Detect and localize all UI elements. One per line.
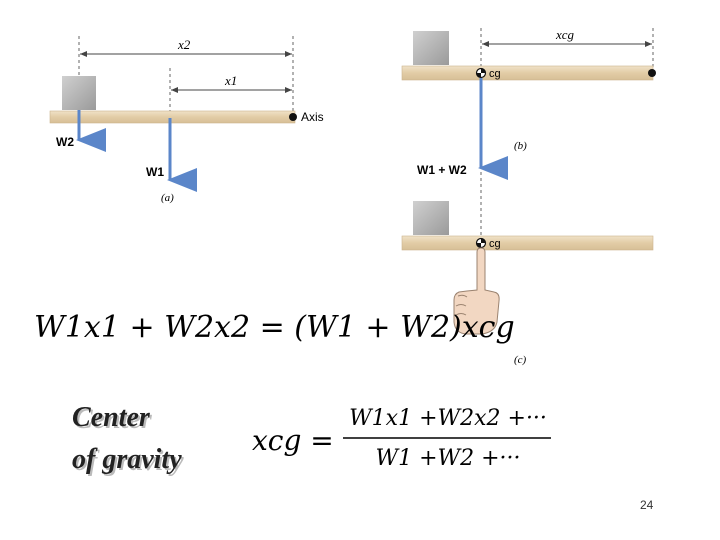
balance-equation: W1x1 + W2x2 = (W1 + W2)xcg	[34, 310, 515, 345]
panel-b: xcg cg W1 + W2 (b)	[401, 27, 656, 180]
axis-dot	[289, 113, 297, 121]
x2-arrow-right	[285, 51, 292, 57]
beam-c	[401, 235, 654, 251]
w1-label: W1	[146, 165, 164, 179]
block-b	[413, 31, 449, 65]
x2-label: x2	[177, 37, 191, 52]
pointing-hand-icon	[453, 247, 500, 335]
panel-a: x2 x1 Axis W2 W1 (a)	[49, 36, 324, 204]
cg-quadrant-b1	[481, 68, 486, 73]
cg-quadrant-c2	[476, 243, 481, 248]
cog-title-line2: of gravity	[72, 444, 182, 475]
block-w2	[62, 76, 96, 110]
cog-lhs: xcg =	[252, 424, 334, 457]
axis-label: Axis	[301, 110, 324, 124]
xcg-arrow-right	[645, 41, 652, 47]
beam-b	[401, 65, 654, 81]
page-number: 24	[640, 498, 654, 512]
x1-label: x1	[224, 73, 237, 88]
cog-numerator: W1x1 +W2x2 +···	[349, 406, 547, 431]
cg-quadrant-c1	[481, 238, 486, 243]
block-c	[413, 201, 449, 235]
xcg-arrow-left	[482, 41, 489, 47]
beam-a	[49, 110, 296, 124]
cg-label-b: cg	[489, 68, 501, 80]
axis-dot-b	[648, 69, 656, 77]
caption-a: (a)	[161, 192, 174, 204]
x2-arrow-left	[80, 51, 87, 57]
cg-label-c: cg	[489, 238, 501, 250]
xcg-label: xcg	[555, 27, 575, 42]
combined-weight-label: W1 + W2	[417, 163, 467, 177]
cg-quadrant-b2	[476, 73, 481, 78]
x1-arrow-right	[285, 87, 292, 93]
cog-title-line1: Center	[72, 402, 150, 433]
panel-c: cg (c)	[401, 172, 654, 366]
caption-c: (c)	[514, 354, 527, 366]
x1-arrow-left	[171, 87, 178, 93]
cog-denominator: W1 +W2 +···	[375, 446, 521, 471]
caption-b: (b)	[514, 140, 527, 152]
w2-label: W2	[56, 135, 74, 149]
